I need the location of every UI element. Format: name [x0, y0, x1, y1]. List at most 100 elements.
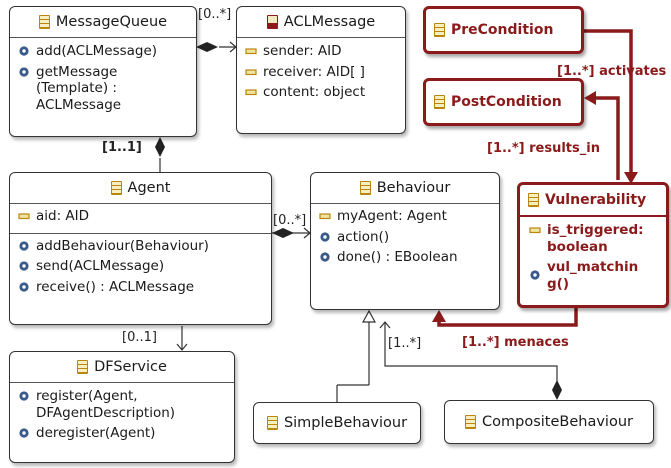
- class-simple-behaviour[interactable]: SimpleBehaviour: [253, 402, 421, 444]
- agent-behaviour-multiplicity: [0..*]: [273, 213, 307, 228]
- class-post-condition[interactable]: PostCondition: [423, 78, 584, 126]
- agent-df-multiplicity: [0..1]: [122, 330, 157, 345]
- class-agent[interactable]: Agent aid: AID addBehaviour(Behaviour) s…: [9, 172, 272, 325]
- class-name: PreCondition: [451, 22, 554, 38]
- class-icon: [266, 15, 278, 29]
- operation-label: done() : EBoolean: [337, 249, 458, 265]
- attribute-icon: [319, 213, 331, 220]
- class-icon: [38, 15, 50, 29]
- class-name: Agent: [127, 180, 171, 196]
- operation-label: receive() : ACLMessage: [36, 278, 195, 295]
- class-name: MessageQueue: [55, 14, 168, 30]
- operation-row[interactable]: deregister(Agent): [18, 425, 230, 442]
- class-header: ACLMessage: [237, 7, 405, 37]
- operation-gear-icon: [320, 252, 330, 262]
- class-name: DFService: [94, 359, 167, 375]
- menaces-association: [432, 308, 578, 327]
- attribute-label: content: object: [263, 84, 366, 100]
- operation-row[interactable]: register(Agent, DFAgentDescription): [18, 388, 230, 421]
- class-behaviour[interactable]: Behaviour myAgent: Agent action() done()…: [310, 172, 500, 310]
- operation-label: deregister(Agent): [36, 425, 156, 441]
- activates-label: [1..*] activates: [557, 64, 667, 79]
- operation-label: addBehaviour(Behaviour): [36, 237, 209, 254]
- class-vulnerability[interactable]: Vulnerability is_triggered: boolean vul_…: [517, 182, 669, 308]
- operation-row[interactable]: vul_matchin g(): [529, 259, 662, 292]
- operation-label: register(Agent, DFAgentDescription): [36, 388, 176, 421]
- class-icon: [110, 181, 122, 195]
- class-pre-condition[interactable]: PreCondition: [423, 6, 584, 54]
- attribute-icon: [18, 213, 30, 220]
- attribute-label: sender: AID: [263, 43, 342, 59]
- mq-acl-multiplicity: [0..*]: [198, 7, 232, 22]
- attribute-label: myAgent: Agent: [337, 208, 447, 224]
- attribute-label: receiver: AID[ ]: [263, 63, 365, 80]
- operation-row[interactable]: receive() : ACLMessage: [18, 279, 267, 296]
- agent-behaviour-association: [272, 227, 311, 239]
- class-acl-message[interactable]: ACLMessage sender: AID receiver: AID[ ] …: [236, 6, 406, 134]
- operation-row[interactable]: add(ACLMessage): [18, 43, 192, 60]
- class-header: Vulnerability: [520, 185, 666, 215]
- operation-gear-icon: [19, 281, 29, 292]
- operation-gear-icon: [19, 428, 29, 438]
- attribute-row[interactable]: myAgent: Agent: [319, 208, 495, 225]
- attribute-icon: [245, 89, 257, 96]
- attribute-label: aid: AID: [36, 208, 90, 224]
- class-df-service[interactable]: DFService register(Agent, DFAgentDescrip…: [9, 351, 235, 463]
- operation-gear-icon: [320, 231, 330, 242]
- class-header: CompositeBehaviour: [445, 401, 653, 443]
- class-name: ACLMessage: [283, 14, 376, 30]
- attribute-row[interactable]: aid: AID: [18, 208, 267, 225]
- class-icon: [359, 181, 371, 195]
- class-name: PostCondition: [451, 94, 562, 110]
- operation-gear-icon: [19, 46, 29, 56]
- class-icon: [465, 415, 477, 429]
- results-in-association: [584, 91, 620, 180]
- operation-row[interactable]: getMessage (Template) : ACLMessage: [18, 64, 192, 114]
- operation-row[interactable]: done() : EBoolean: [319, 249, 495, 266]
- activates-association: [584, 29, 638, 184]
- mq-agent-association: [155, 137, 165, 172]
- generalization: [336, 309, 377, 402]
- class-name: SimpleBehaviour: [283, 415, 408, 431]
- attribute-label: is_triggered: boolean: [547, 222, 644, 255]
- composite-children-association: [379, 321, 562, 400]
- attribute-row[interactable]: receiver: AID[ ]: [245, 64, 401, 81]
- class-header: PreCondition: [426, 9, 581, 51]
- class-header: SimpleBehaviour: [254, 403, 420, 443]
- class-composite-behaviour[interactable]: CompositeBehaviour: [444, 400, 654, 444]
- class-header: MessageQueue: [10, 7, 196, 37]
- operation-row[interactable]: addBehaviour(Behaviour): [18, 238, 267, 255]
- class-name: CompositeBehaviour: [482, 414, 633, 430]
- menaces-label: [1..*] menaces: [462, 335, 569, 350]
- operation-label: add(ACLMessage): [36, 43, 158, 59]
- class-header: DFService: [10, 352, 234, 382]
- class-icon: [266, 416, 278, 430]
- operation-row[interactable]: action(): [319, 229, 495, 246]
- mq-agent-multiplicity: [1..1]: [102, 140, 142, 155]
- class-message-queue[interactable]: MessageQueue add(ACLMessage) getMessage …: [9, 6, 197, 137]
- class-icon: [528, 193, 539, 207]
- operation-gear-icon: [530, 270, 540, 280]
- operation-label: vul_matchin g(): [547, 259, 639, 292]
- attribute-row[interactable]: is_triggered: boolean: [529, 222, 662, 255]
- results-in-label: [1..*] results_in: [487, 141, 600, 156]
- class-name: Behaviour: [376, 180, 451, 196]
- operation-gear-icon: [19, 261, 29, 271]
- operation-label: action(): [337, 228, 390, 245]
- class-header: PostCondition: [426, 81, 581, 123]
- operation-label: send(ACLMessage): [36, 258, 165, 274]
- operation-gear-icon: [19, 391, 29, 401]
- attribute-icon: [245, 48, 257, 55]
- class-icon: [434, 23, 445, 37]
- operation-row[interactable]: send(ACLMessage): [18, 258, 267, 275]
- operation-gear-icon: [19, 240, 29, 251]
- composite-children-multiplicity: [1..*]: [388, 336, 422, 351]
- class-icon: [77, 360, 89, 374]
- operation-label: getMessage (Template) : ACLMessage: [36, 63, 122, 113]
- attribute-row[interactable]: content: object: [245, 84, 401, 101]
- attribute-icon: [245, 68, 257, 75]
- class-icon: [434, 95, 445, 109]
- attribute-row[interactable]: sender: AID: [245, 43, 401, 60]
- operation-gear-icon: [19, 66, 29, 77]
- mq-acl-association: [196, 41, 237, 53]
